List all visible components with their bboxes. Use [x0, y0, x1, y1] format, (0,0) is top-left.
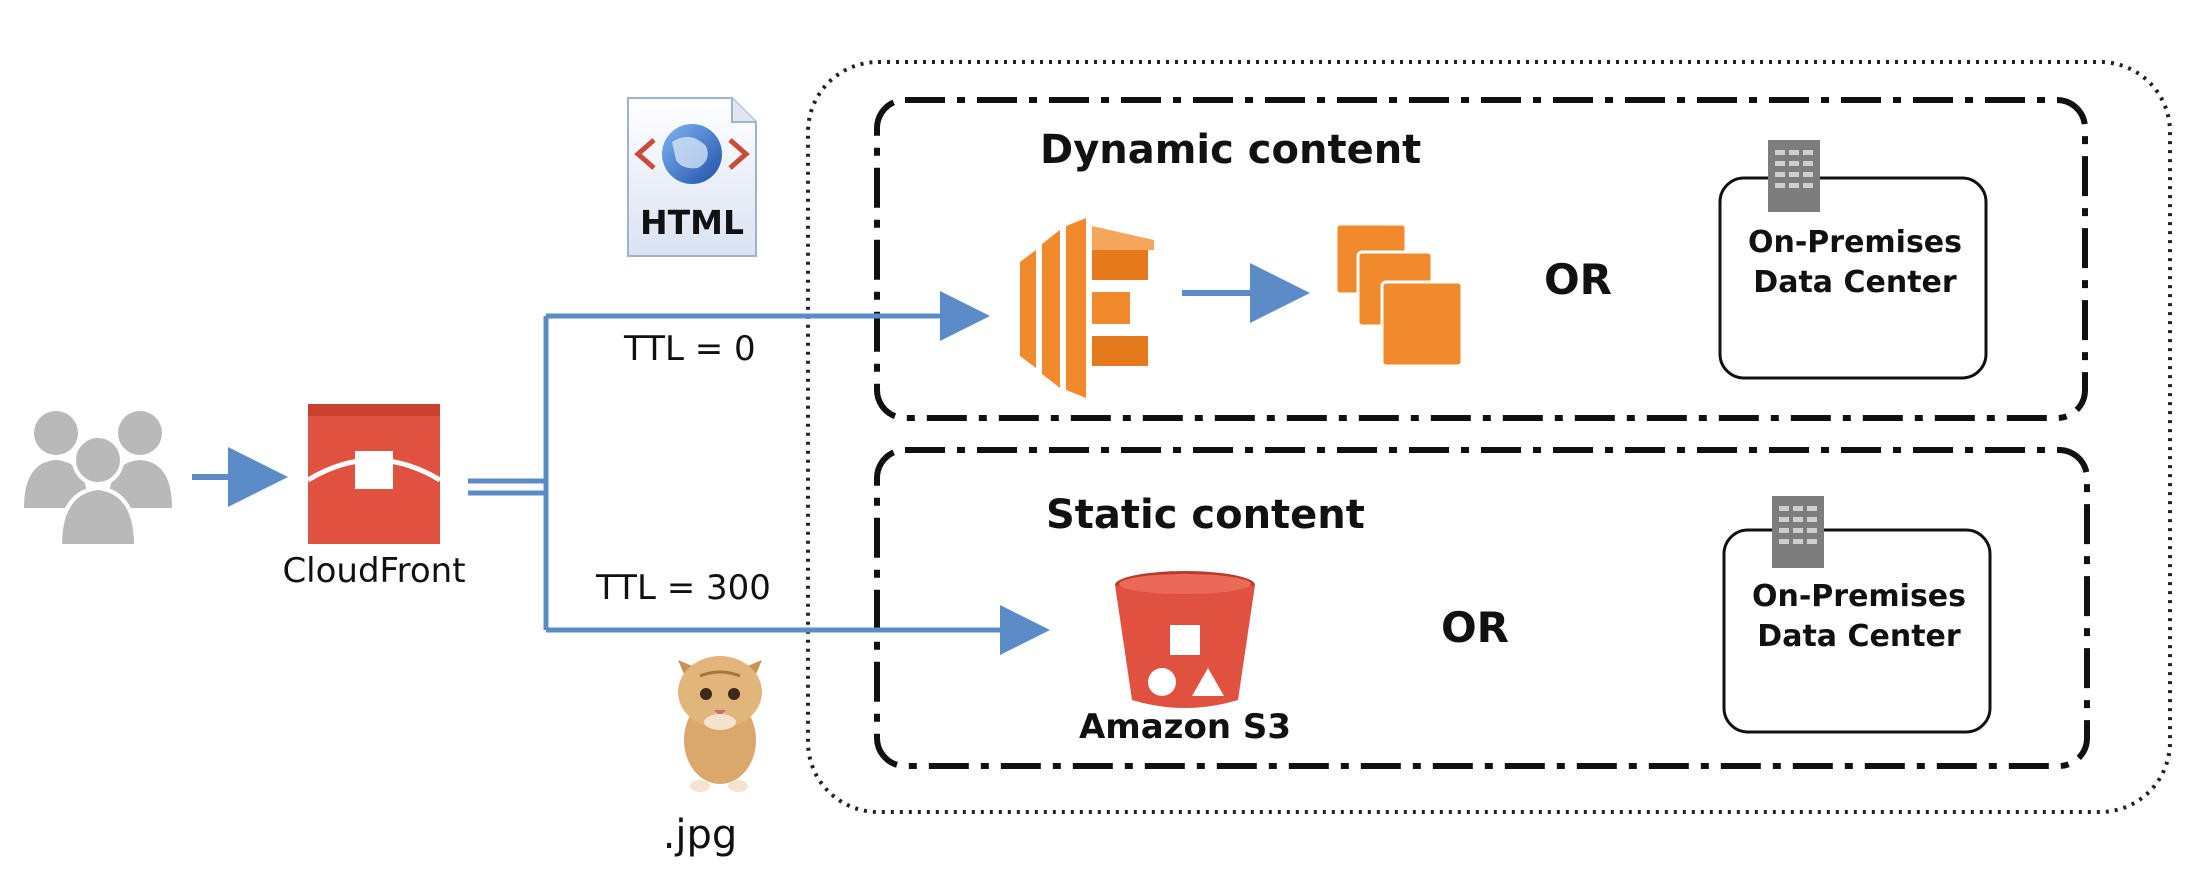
static-content-title: Static content: [1046, 492, 1365, 538]
kitten-image-icon: [678, 656, 762, 792]
onprem-static-box: [1722, 528, 1992, 734]
onprem-dynamic-label-line2: Data Center: [1753, 265, 1957, 300]
or-dynamic-label: OR: [1544, 255, 1612, 304]
server-icon: [1772, 496, 1824, 568]
onprem-static-label-line1: On-Premises: [1752, 579, 1966, 614]
jpg-label: .jpg: [663, 812, 738, 858]
cloudfront-split-connector: [468, 316, 549, 630]
load-balancer-icon: [1020, 218, 1154, 398]
onprem-dynamic-box: [1718, 176, 1988, 380]
ttl-static-label: TTL = 300: [595, 568, 771, 608]
onprem-static-label-line2: Data Center: [1757, 619, 1961, 654]
cloudfront-icon: [306, 404, 442, 544]
cloudfront-label: CloudFront: [282, 551, 465, 591]
ec2-instances-icon: [1334, 222, 1464, 368]
static-content-group: [874, 447, 2090, 769]
users-icon: [24, 411, 172, 548]
or-static-label: OR: [1441, 603, 1509, 652]
dynamic-content-group: [874, 97, 2088, 421]
onprem-dynamic-label-line1: On-Premises: [1748, 225, 1962, 260]
s3-bucket-icon: [1115, 571, 1255, 708]
dynamic-content-title: Dynamic content: [1040, 127, 1421, 173]
server-icon: [1768, 140, 1820, 212]
html-file-icon: HTML: [627, 97, 757, 257]
s3-label: Amazon S3: [1079, 707, 1291, 747]
html-badge-text: HTML: [640, 203, 744, 242]
ttl-dynamic-label: TTL = 0: [623, 329, 756, 369]
